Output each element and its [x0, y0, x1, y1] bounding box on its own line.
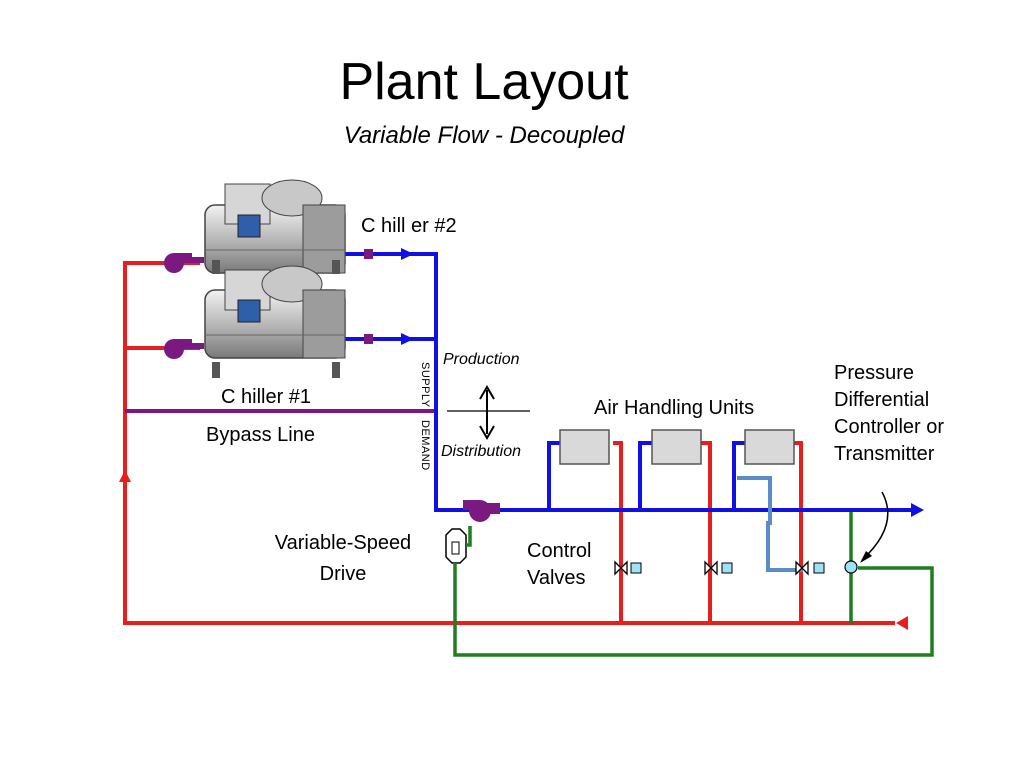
distribution-label: Distribution — [441, 443, 522, 460]
production-label: Production — [443, 351, 520, 368]
primary-pump-chiller1 — [164, 339, 204, 359]
coil-line — [737, 476, 803, 572]
flow-direction-double-arrow — [479, 385, 495, 440]
return-flow-arrow — [119, 470, 131, 482]
variable-speed-drive-label: Variable-Speed Drive — [258, 528, 428, 590]
supply-arrow-chiller2 — [401, 248, 414, 260]
chiller-2-label: C hill er #2 — [361, 215, 457, 237]
vsd-line-2: Drive — [319, 563, 367, 585]
supply-outlet-arrow — [911, 503, 924, 517]
chiller-2 — [204, 179, 346, 274]
ahu-3 — [744, 429, 795, 465]
bypass-line-label: Bypass Line — [206, 424, 315, 446]
control-valves-label: Control Valves — [527, 538, 591, 592]
vsd-line-1: Variable-Speed — [274, 532, 412, 554]
pdc-line-2: Differential — [834, 389, 930, 411]
check-valve-chiller1 — [364, 334, 373, 344]
control-valve-2 — [704, 560, 733, 576]
ahu-label: Air Handling Units — [594, 397, 755, 419]
variable-speed-drive — [445, 528, 467, 564]
ahu-1 — [559, 429, 610, 465]
check-valve-chiller2 — [364, 249, 373, 259]
callout-arrowhead — [860, 551, 872, 563]
chiller-1 — [204, 265, 346, 378]
control-valve-1 — [614, 560, 642, 576]
pressure-differential-label: Pressure Differential Controller or Tran… — [834, 360, 944, 468]
chiller-1-label: C hiller #1 — [221, 386, 312, 408]
supply-piping — [345, 252, 915, 512]
return-inlet-arrow — [896, 616, 908, 630]
supply-label: SUPPLY — [419, 362, 431, 408]
demand-label: DEMAND — [419, 420, 431, 471]
cv-line-1: Control — [527, 540, 592, 562]
primary-pump-chiller2 — [164, 253, 204, 273]
control-valve-3 — [795, 560, 825, 576]
callout-arrow — [861, 491, 889, 561]
ahu-2 — [651, 429, 702, 465]
secondary-pump — [463, 500, 500, 522]
pdc-line-1: Pressure — [834, 362, 915, 384]
pdc-line-4: Transmitter — [834, 443, 935, 465]
pdc-line-3: Controller or — [834, 416, 945, 438]
page-subtitle: Variable Flow - Decoupled — [343, 122, 625, 149]
pressure-differential-sensor — [844, 560, 858, 574]
air-handling-units — [559, 429, 795, 465]
page-title: Plant Layout — [339, 53, 629, 111]
supply-arrow-chiller1 — [401, 333, 414, 345]
cv-line-2: Valves — [527, 567, 586, 589]
